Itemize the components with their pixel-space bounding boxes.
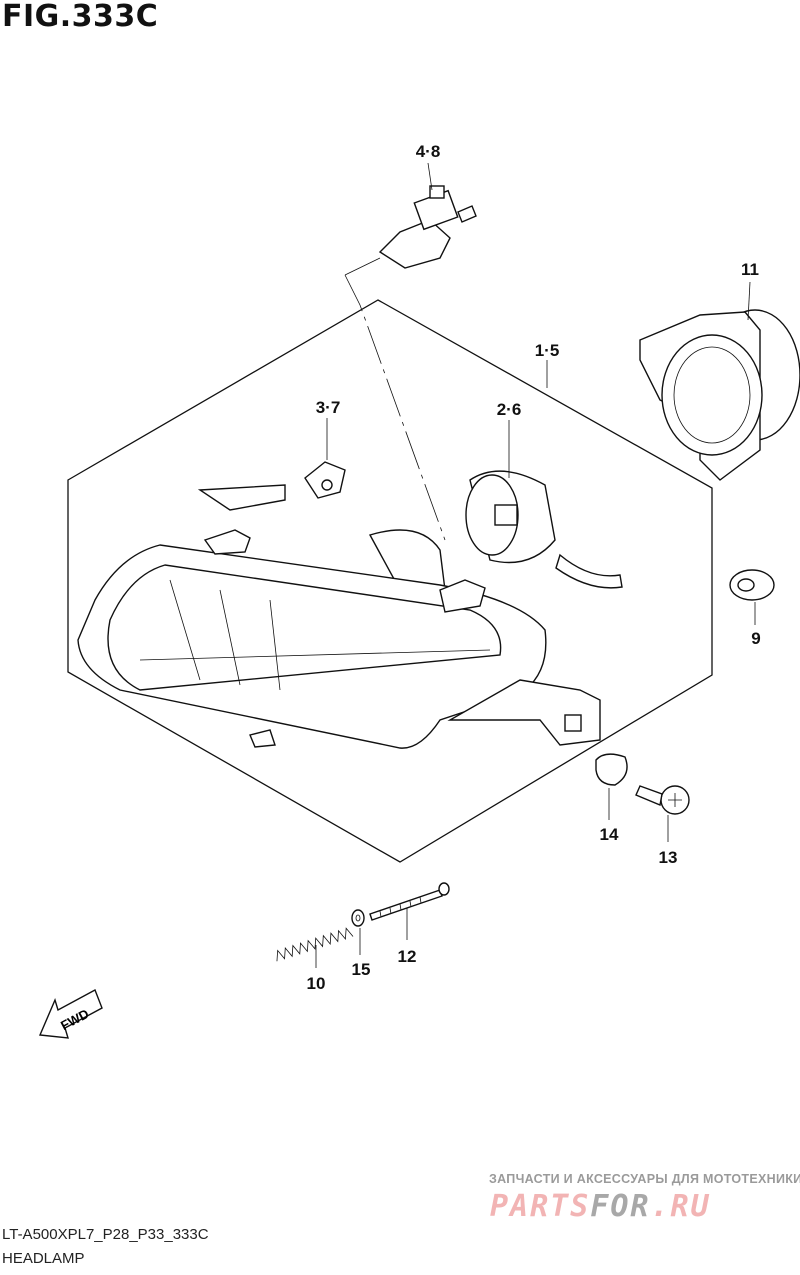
callout-bulb: 4·8 [416, 142, 441, 161]
clip-part[interactable] [304, 418, 346, 499]
diagram-code: LT-A500XPL7_P28_P33_333C [2, 1226, 209, 1243]
cushion-part[interactable] [595, 753, 628, 820]
watermark-logo: PARTSFOR.RU [490, 1192, 711, 1222]
spring-part[interactable] [274, 927, 354, 968]
callout-clip: 3·7 [316, 398, 341, 417]
watermark-logo-part: PARTS [490, 1189, 591, 1224]
bulb-part[interactable] [378, 162, 477, 269]
figure-title: FIG.333C [2, 0, 159, 34]
dashed-leader [344, 274, 446, 541]
grommet-part[interactable] [729, 569, 775, 625]
callout-grommet: 9 [751, 629, 760, 648]
callout-washer: 15 [352, 960, 371, 979]
headlamp-housing[interactable] [77, 484, 601, 749]
assembly-frame [67, 299, 713, 863]
callout-adjust-screw: 12 [398, 947, 417, 966]
washer-part[interactable] [351, 909, 365, 955]
adjust-screw-part[interactable] [369, 882, 450, 940]
diagram-name: HEADLAMP [2, 1250, 85, 1267]
ring-part[interactable] [639, 281, 800, 481]
callout-socket: 2·6 [497, 400, 522, 419]
callout-screw: 13 [659, 848, 678, 867]
watermark-logo-part: .RU [650, 1189, 711, 1224]
callout-headlamp-assy: 1·5 [535, 341, 560, 360]
watermark-subtitle: ЗАПЧАСТИ И АКСЕССУАРЫ ДЛЯ МОТОТЕХНИКИ [489, 1172, 800, 1186]
callout-cushion: 14 [600, 825, 619, 844]
callout-ring: 11 [741, 260, 759, 279]
forward-direction-arrow: FWD [38, 989, 103, 1039]
watermark-logo-part: FOR [590, 1189, 651, 1224]
leader-line [344, 257, 381, 276]
socket-part[interactable] [465, 420, 623, 589]
screw-part[interactable] [635, 785, 690, 842]
callout-spring: 10 [307, 974, 326, 993]
